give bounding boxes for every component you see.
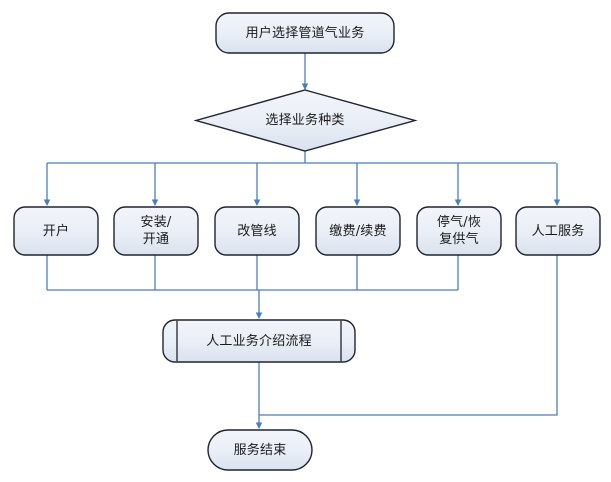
connector-layer [43, 53, 561, 430]
edge-option-5-to-end [259, 255, 558, 416]
node-option-0[interactable] [13, 206, 99, 256]
node-start[interactable] [215, 12, 395, 54]
node-option-3[interactable] [315, 206, 401, 256]
node-decision[interactable] [193, 89, 418, 152]
node-option-5[interactable] [515, 206, 601, 256]
node-end[interactable] [207, 429, 313, 471]
node-option-1[interactable] [113, 206, 199, 256]
node-option-4[interactable] [416, 206, 502, 256]
node-option-2[interactable] [214, 206, 300, 256]
node-process[interactable] [162, 319, 356, 363]
